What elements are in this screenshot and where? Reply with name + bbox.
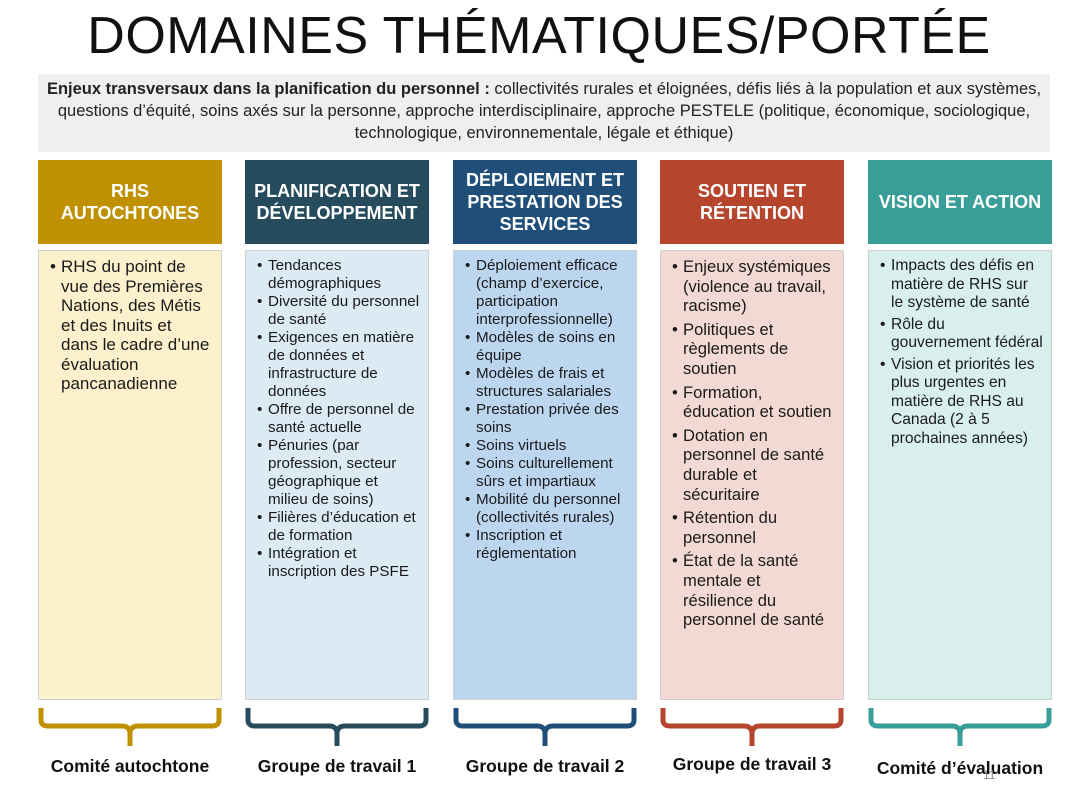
list-item: Modèles de frais et structures salariale… <box>465 365 628 401</box>
page-title: DOMAINES THÉMATIQUES/PORTÉE <box>87 7 991 65</box>
list-item: Filières d’éducation et de formation <box>257 509 420 545</box>
group-label-evaluation-committee: Comité d’évaluation <box>876 758 1044 778</box>
list-item: Exigences en matière de données et infra… <box>257 329 420 401</box>
list-item: Modèles de soins en équipe <box>465 329 628 365</box>
column-body: Déploiement efficace (champ d’exercice, … <box>453 250 637 700</box>
list-item: Inscription et réglementation <box>465 527 628 563</box>
list-item: Intégration et inscription des PSFE <box>257 545 420 581</box>
bracket-icon <box>38 708 222 746</box>
list-item: RHS du point de vue des Premières Nation… <box>50 257 213 394</box>
group-label-working-group-3: Groupe de travail 3 <box>672 754 832 774</box>
column-header: PLANIFICATION ET DÉVELOPPEMENT <box>245 160 429 244</box>
list-item: Soins virtuels <box>465 437 628 455</box>
list-item: Formation, éducation et soutien <box>672 383 835 422</box>
list-item: Prestation privée des soins <box>465 401 628 437</box>
bracket-icon <box>453 708 637 746</box>
banner-heading: Enjeux transversaux dans la planificatio… <box>46 80 490 98</box>
column-header: RHS AUTOCHTONES <box>38 160 222 244</box>
bracket-icon <box>868 708 1052 746</box>
column-body: Tendances démographiques Diversité du pe… <box>245 250 429 700</box>
list-item: Tendances démographiques <box>257 257 420 293</box>
column-header: VISION ET ACTION <box>868 160 1052 244</box>
list-item: Dotation en personnel de santé durable e… <box>672 426 835 504</box>
column-planning-development: PLANIFICATION ET DÉVELOPPEMENT Tendances… <box>245 160 429 700</box>
column-deployment-services: DÉPLOIEMENT ET PRESTATION DES SERVICES D… <box>453 160 637 700</box>
list-item: Politiques et règlements de soutien <box>672 320 835 379</box>
banner-text: collectivités rurales et éloignées, défi… <box>57 80 1042 142</box>
list-item: Diversité du personnel de santé <box>257 293 420 329</box>
list-item: Enjeux systémiques (violence au travail,… <box>672 257 835 316</box>
list-item: Mobilité du personnel (collectivités rur… <box>465 491 628 527</box>
column-header: SOUTIEN ET RÉTENTION <box>660 160 844 244</box>
list-item: Déploiement efficace (champ d’exercice, … <box>465 257 628 329</box>
bracket-icon <box>660 708 844 746</box>
group-label-indigenous-committee: Comité autochtone <box>50 756 210 776</box>
column-body: Impacts des défis en matière de RHS sur … <box>868 250 1052 700</box>
list-item: Rétention du personnel <box>672 508 835 547</box>
column-vision-action: VISION ET ACTION Impacts des défis en ma… <box>868 160 1052 700</box>
list-item: Impacts des défis en matière de RHS sur … <box>880 257 1043 313</box>
bracket-icon <box>245 708 429 746</box>
list-item: État de la santé mentale et résilience d… <box>672 551 835 629</box>
page-number: 11 <box>983 768 996 782</box>
column-support-retention: SOUTIEN ET RÉTENTION Enjeux systémiques … <box>660 160 844 700</box>
list-item: Vision et priorités les plus urgentes en… <box>880 356 1043 449</box>
list-item: Pénuries (par profession, secteur géogra… <box>257 437 420 509</box>
column-body: RHS du point de vue des Premières Nation… <box>38 250 222 700</box>
column-body: Enjeux systémiques (violence au travail,… <box>660 250 844 700</box>
cross-cutting-issues-banner: Enjeux transversaux dans la planificatio… <box>38 74 1050 152</box>
group-label-working-group-1: Groupe de travail 1 <box>257 756 417 776</box>
group-label-working-group-2: Groupe de travail 2 <box>465 756 625 776</box>
list-item: Soins culturellement sûrs et impartiaux <box>465 455 628 491</box>
column-header: DÉPLOIEMENT ET PRESTATION DES SERVICES <box>453 160 637 244</box>
list-item: Offre de personnel de santé actuelle <box>257 401 420 437</box>
column-indigenous-hhr: RHS AUTOCHTONES RHS du point de vue des … <box>38 160 222 700</box>
list-item: Rôle du gouvernement fédéral <box>880 316 1043 353</box>
